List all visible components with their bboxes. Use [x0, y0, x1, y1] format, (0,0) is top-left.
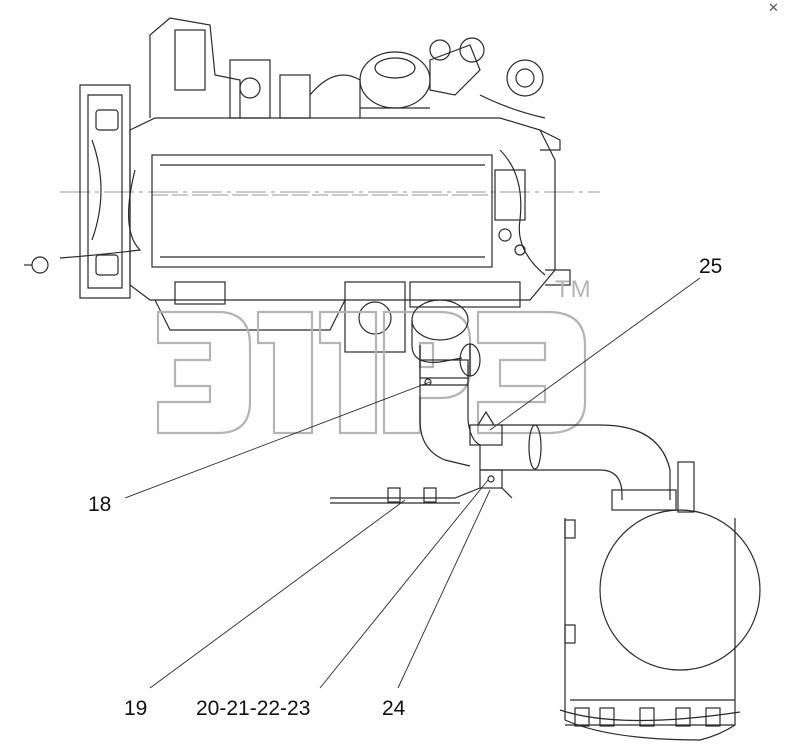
callout-25: 25 [699, 255, 723, 278]
leader-20-23 [319, 479, 489, 689]
callout-24: 24 [382, 697, 406, 720]
leader-24 [397, 489, 491, 689]
leader-lines [124, 277, 701, 689]
leader-25 [489, 277, 701, 431]
callout-20-23: 20-21-22-23 [196, 697, 311, 720]
exhaust-pipe [330, 299, 671, 504]
muffler [559, 461, 761, 741]
callout-18: 18 [88, 493, 112, 516]
leader-19 [149, 499, 406, 689]
engine-assembly [24, 17, 600, 353]
callout-19: 19 [124, 697, 148, 720]
corner-mark: ✕ [768, 0, 779, 15]
leader-18 [124, 381, 431, 499]
trademark-mark: TM [555, 276, 592, 303]
